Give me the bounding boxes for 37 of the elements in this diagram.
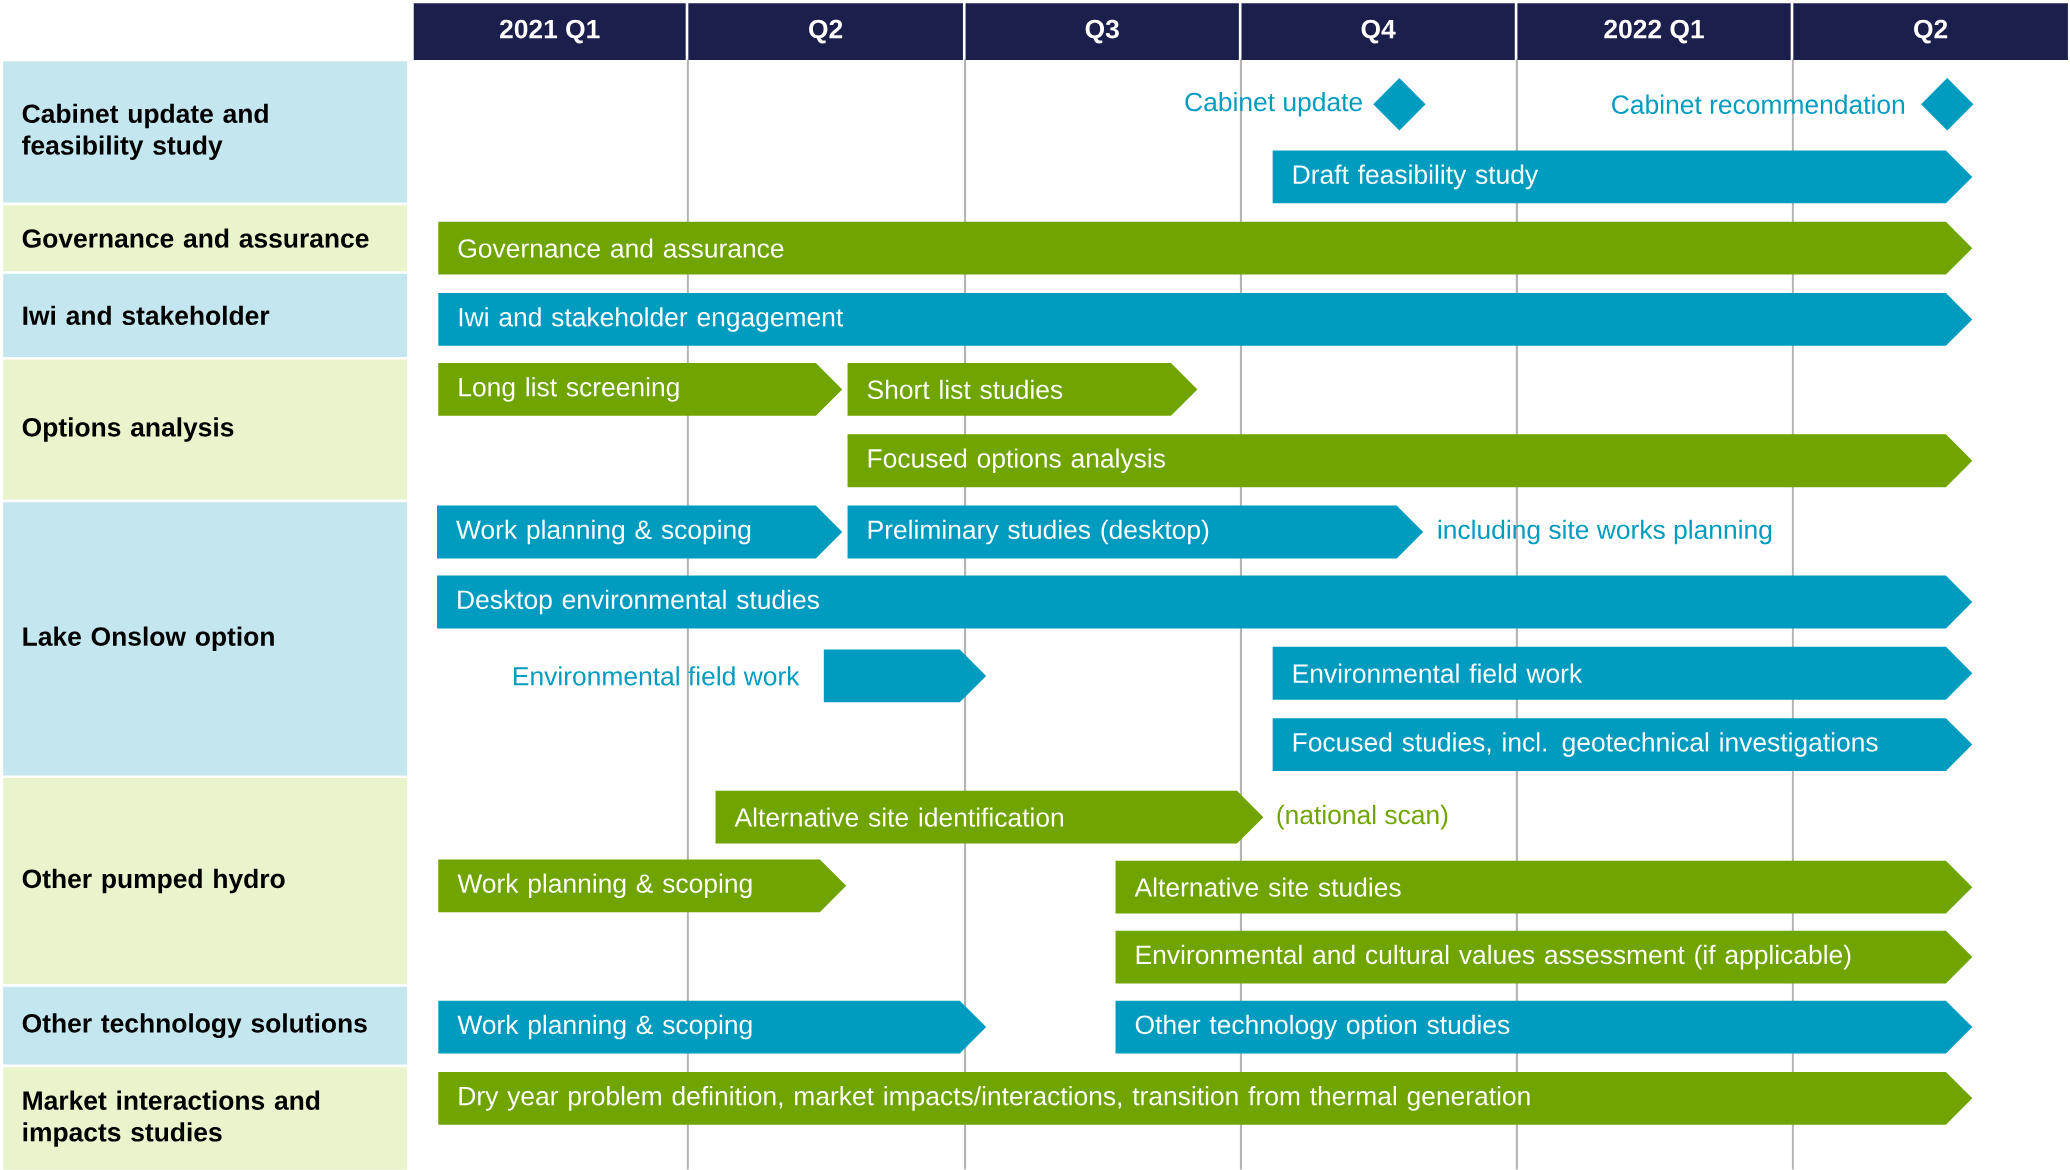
task-bar: Alternative site identification — [715, 790, 1264, 844]
bar-note: Environmental field work — [514, 666, 800, 686]
bar-note: (national scan) — [1277, 805, 1448, 830]
task-bar: Short list studies — [847, 363, 1198, 416]
task-bar: Work planning & scoping — [437, 505, 843, 559]
task-bar: Iwi and stakeholder engagement — [438, 293, 1973, 347]
task-bar: Dry year problem definition, market impacts/interactions, transition from thermal generation — [438, 1072, 1973, 1125]
task-bar: Other technology option studies — [1115, 1000, 1973, 1054]
header-cell: Q3 — [965, 3, 1239, 61]
task-bar: Work planning & scoping — [438, 1000, 987, 1054]
header-cell: 2021 Q1 — [413, 3, 686, 61]
task-bar: Draft feasibility study — [1272, 150, 1973, 204]
row-label: Lake Onslow option — [3, 502, 408, 776]
task-bar: Focused studies, incl. geotechnical investigations — [1272, 718, 1973, 772]
milestone-label: Cabinet update — [1185, 92, 1362, 117]
task-bar: Focused options analysis — [847, 434, 1973, 488]
header-cell: Q4 — [1241, 3, 1515, 61]
header-cell: Q2 — [1793, 3, 2068, 61]
task-bar: Environmental and cultural values assessment (if applicable) — [1115, 930, 1973, 984]
task-bar: Work planning & scoping — [438, 859, 847, 913]
row-label: Governance and assurance — [3, 205, 408, 272]
header-cell: 2022 Q1 — [1517, 3, 1791, 61]
milestone-label: Cabinet recommendation — [1612, 94, 1904, 115]
task-bar: Environmental field work — [1272, 647, 1973, 700]
row-label: Other pumped hydro — [3, 778, 408, 985]
task-bar: Alternative site studies — [1115, 860, 1973, 914]
row-label: Market interactions and impacts studies — [3, 1067, 408, 1170]
row-label: Iwi and stakeholder — [3, 273, 408, 358]
task-bar: Long list screening — [438, 363, 843, 416]
row-label: Other technology solutions — [3, 986, 408, 1065]
row-label: Options analysis — [3, 359, 408, 500]
bar-note: including site works planning — [1438, 519, 1772, 545]
task-bar: Desktop environmental studies — [437, 575, 1973, 629]
task-bar: Preliminary studies (desktop) — [847, 505, 1424, 559]
header-cell: Q2 — [688, 3, 963, 61]
row-label: Cabinet update and feasibility study — [3, 61, 408, 203]
task-bar: Governance and assurance — [438, 221, 1973, 275]
